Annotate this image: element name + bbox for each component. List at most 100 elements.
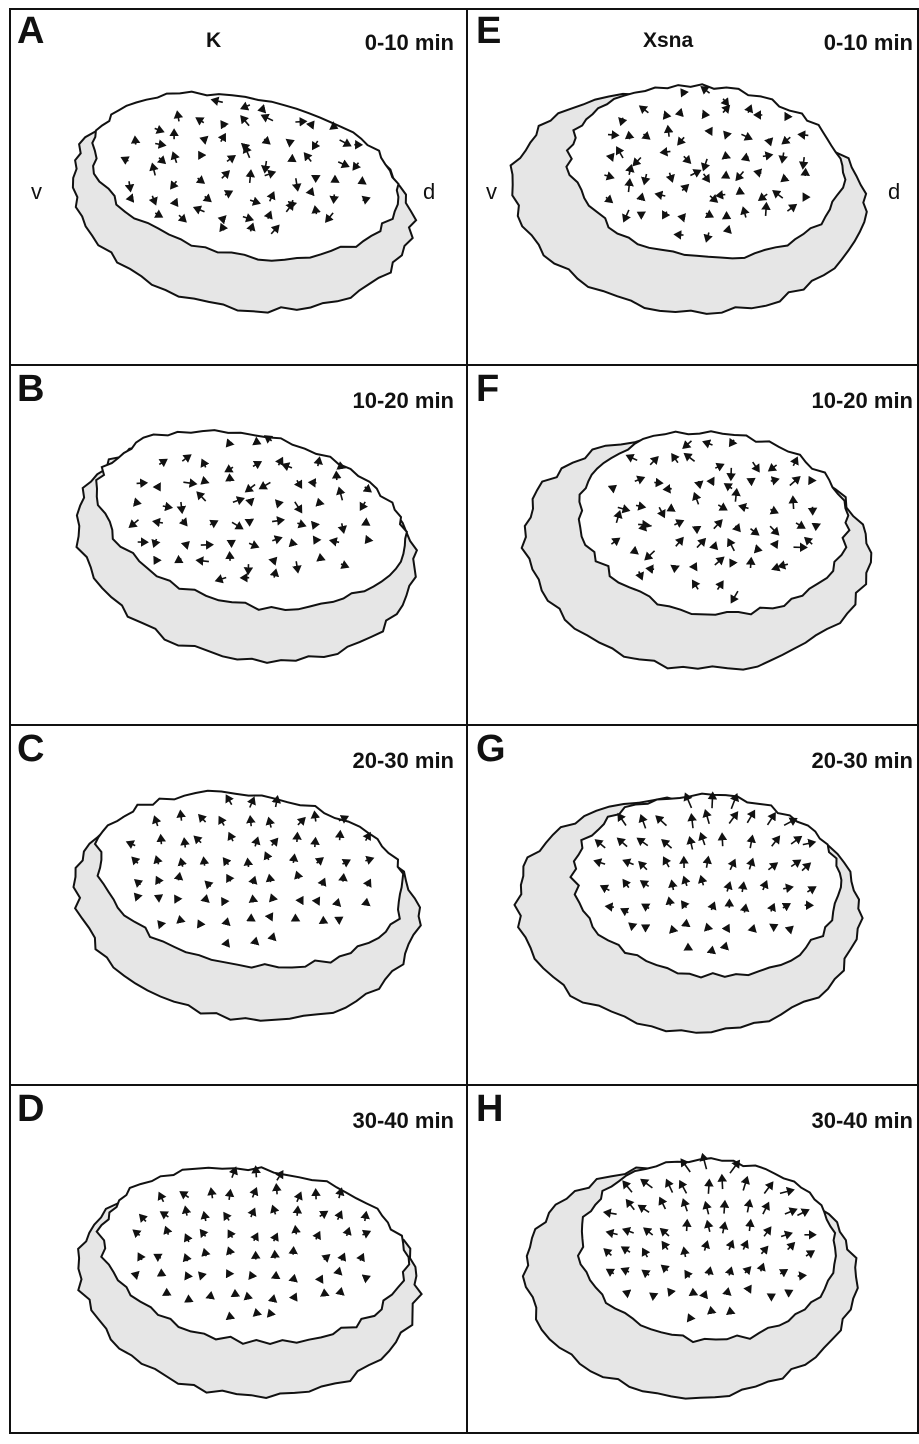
panel-letter: H bbox=[476, 1090, 503, 1128]
panel-letter: E bbox=[476, 12, 501, 50]
flow-arrow bbox=[135, 502, 140, 503]
flow-arrow bbox=[776, 564, 777, 568]
flow-arrow bbox=[292, 540, 293, 544]
flow-arrow bbox=[293, 1248, 294, 1255]
embryo-drawing bbox=[9, 8, 466, 366]
flow-arrow bbox=[674, 567, 675, 572]
flow-arrow bbox=[647, 568, 654, 569]
flow-arrow bbox=[229, 1313, 230, 1317]
time-label: 0-10 min bbox=[365, 32, 454, 54]
flow-arrow bbox=[230, 553, 231, 561]
time-label: 20-30 min bbox=[353, 750, 455, 772]
flow-arrow bbox=[724, 1201, 725, 1213]
flow-arrow bbox=[324, 1290, 325, 1295]
flow-arrow bbox=[204, 858, 205, 866]
flow-arrow bbox=[725, 230, 729, 231]
flow-arrow bbox=[161, 835, 162, 844]
flow-arrow bbox=[722, 1175, 723, 1189]
embryo-drawing bbox=[468, 1086, 919, 1444]
column-title-k: K bbox=[206, 30, 221, 51]
flow-arrow bbox=[687, 1220, 688, 1231]
panel-b: B 10-20 min bbox=[9, 366, 466, 724]
flow-arrow bbox=[340, 831, 341, 840]
panel-a: A K 0-10 min v d bbox=[9, 8, 466, 366]
flow-arrow bbox=[184, 839, 185, 848]
flow-arrow bbox=[722, 834, 723, 846]
time-label: 20-30 min bbox=[812, 750, 914, 772]
embryo-drawing bbox=[9, 726, 466, 1084]
time-label: 10-20 min bbox=[812, 390, 914, 412]
panel-h: H 30-40 min bbox=[468, 1086, 919, 1444]
flow-arrow bbox=[799, 134, 808, 135]
flow-arrow bbox=[276, 1185, 277, 1195]
time-label: 30-40 min bbox=[353, 1110, 455, 1132]
flow-arrow bbox=[250, 817, 251, 827]
flow-arrow bbox=[340, 1289, 341, 1294]
flow-arrow bbox=[210, 1293, 211, 1298]
embryo-drawing bbox=[468, 366, 919, 724]
flow-arrow bbox=[295, 1227, 296, 1235]
embryo-drawing bbox=[9, 1086, 466, 1444]
flow-arrow bbox=[273, 1296, 274, 1301]
flow-arrow bbox=[297, 833, 298, 842]
panel-e: E Xsna 0-10 min v d bbox=[468, 8, 919, 366]
flow-arrow bbox=[230, 475, 231, 482]
flow-arrow bbox=[679, 217, 683, 218]
flow-arrow bbox=[180, 917, 181, 922]
flow-arrow bbox=[751, 558, 752, 568]
flow-arrow bbox=[366, 899, 367, 905]
flow-arrow bbox=[309, 482, 316, 483]
flow-arrow bbox=[693, 1289, 694, 1295]
flow-arrow bbox=[255, 938, 256, 942]
flow-arrow bbox=[340, 463, 341, 467]
flow-arrow bbox=[757, 549, 762, 550]
flow-arrow bbox=[638, 524, 649, 525]
flow-arrow bbox=[712, 947, 713, 952]
flow-arrow bbox=[334, 194, 335, 202]
dorsal-label: d bbox=[888, 181, 900, 203]
panel-f: F 10-20 min bbox=[468, 366, 919, 724]
flow-arrow bbox=[127, 198, 132, 199]
panel-letter: C bbox=[17, 730, 44, 768]
dorsal-label: d bbox=[423, 181, 435, 203]
column-title-xsna: Xsna bbox=[643, 30, 693, 51]
flow-arrow bbox=[664, 489, 672, 490]
flow-arrow bbox=[730, 1308, 731, 1313]
flow-arrow bbox=[686, 920, 687, 926]
flow-arrow bbox=[256, 1310, 257, 1314]
flow-arrow bbox=[248, 859, 249, 867]
flow-arrow bbox=[336, 472, 337, 480]
time-label: 0-10 min bbox=[824, 32, 913, 54]
embryo-drawing bbox=[9, 366, 466, 724]
panel-letter: D bbox=[17, 1090, 44, 1128]
flow-arrow bbox=[135, 137, 136, 145]
flow-arrow bbox=[629, 132, 630, 139]
panel-letter: F bbox=[476, 370, 499, 408]
panel-g: G 20-30 min bbox=[468, 726, 919, 1084]
ventral-label: v bbox=[31, 181, 42, 203]
flow-arrow bbox=[606, 906, 614, 907]
flow-arrow bbox=[315, 838, 316, 847]
panel-d: D 30-40 min bbox=[9, 1086, 466, 1444]
flow-arrow bbox=[253, 896, 254, 902]
flow-arrow bbox=[711, 1308, 712, 1313]
flow-arrow bbox=[793, 497, 794, 509]
flow-arrow bbox=[708, 1180, 709, 1194]
panel-letter: G bbox=[476, 730, 506, 768]
panel-letter: B bbox=[17, 370, 44, 408]
flow-arrow bbox=[180, 811, 181, 821]
flow-arrow bbox=[343, 875, 344, 882]
flow-arrow bbox=[295, 121, 306, 122]
flow-arrow bbox=[320, 555, 321, 560]
flow-arrow bbox=[137, 483, 147, 484]
flow-arrow bbox=[247, 1293, 248, 1298]
time-label: 10-20 min bbox=[353, 390, 455, 412]
flow-arrow bbox=[712, 793, 713, 808]
embryo-drawing bbox=[468, 726, 919, 1084]
flow-arrow bbox=[256, 1167, 257, 1178]
flow-arrow bbox=[608, 135, 618, 136]
flow-arrow bbox=[725, 153, 726, 159]
flow-arrow bbox=[675, 235, 684, 236]
panel-letter: A bbox=[17, 12, 44, 50]
